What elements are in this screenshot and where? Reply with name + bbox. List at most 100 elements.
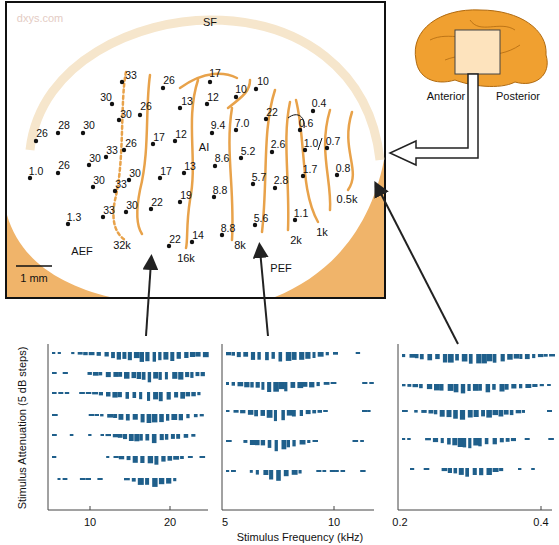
unit-value: 8.8 (213, 185, 228, 196)
axis-title: Stimulus Attenuation (5 dB steps) (17, 347, 28, 510)
response-bar (452, 438, 457, 445)
response-bar (297, 382, 303, 388)
unit-value: 17 (209, 68, 221, 79)
unit-value: 28 (58, 120, 70, 131)
response-bar (123, 434, 127, 439)
response-bar (467, 384, 470, 391)
response-bar (461, 384, 465, 393)
response-bar (519, 354, 522, 359)
response-bar (493, 410, 499, 415)
recording-site (161, 86, 165, 90)
response-bar (165, 372, 168, 379)
response-bar (124, 372, 130, 379)
response-bar (197, 392, 200, 395)
unit-value: 8.8 (221, 223, 236, 234)
response-bar (499, 468, 503, 471)
response-bar (443, 354, 447, 363)
response-bar (191, 392, 196, 396)
response-bar (440, 384, 444, 391)
unit-value: 22 (169, 234, 181, 245)
unit-value: 0.7 (326, 136, 341, 147)
response-bar (190, 352, 195, 357)
unit-value: 1.0 (29, 166, 44, 177)
response-bar (360, 440, 364, 442)
response-bar (99, 392, 103, 395)
recording-site (87, 163, 91, 167)
response-bar (106, 392, 111, 397)
response-bar (250, 440, 256, 445)
response-bar (83, 352, 88, 355)
recording-site (66, 222, 70, 226)
response-bar (126, 392, 130, 399)
response-bar (261, 382, 264, 390)
response-bar (421, 410, 426, 413)
response-bar (474, 410, 479, 417)
response-bar (279, 382, 285, 389)
frequency-label: 8k (234, 240, 246, 251)
response-bar (468, 410, 473, 418)
response-bar (178, 372, 183, 380)
response-bar (168, 456, 173, 461)
response-bar (324, 382, 330, 385)
response-bar (519, 384, 522, 388)
response-bar (145, 478, 149, 485)
recording-site (190, 240, 194, 244)
unit-value: 30 (120, 109, 132, 120)
response-bar (486, 410, 492, 418)
response-bar (126, 414, 130, 421)
unit-value: 26 (36, 128, 48, 139)
response-bar (402, 384, 406, 386)
response-bar (487, 354, 492, 361)
response-bar (518, 468, 521, 470)
response-bar (287, 440, 290, 447)
response-bar (275, 440, 278, 451)
response-bar (254, 410, 258, 416)
response-bar (478, 384, 482, 391)
response-bar (307, 440, 310, 443)
response-bar (117, 352, 121, 360)
response-bar (89, 414, 95, 416)
response-bar (52, 352, 55, 354)
response-bar (441, 438, 444, 443)
recording-site (212, 195, 216, 199)
response-bar (250, 470, 253, 473)
response-bar (113, 434, 119, 437)
response-bar (179, 414, 183, 420)
response-bar (237, 352, 241, 357)
unit-value: 12 (207, 92, 219, 103)
response-bar (63, 372, 68, 374)
response-bar (105, 352, 109, 357)
response-bar (145, 352, 149, 361)
response-bar (303, 382, 308, 387)
response-bar (487, 468, 492, 475)
response-bar (532, 354, 535, 358)
response-bar (250, 382, 253, 388)
recording-site (253, 223, 257, 227)
recording-site (124, 210, 128, 214)
response-bar (141, 414, 145, 422)
response-bar (113, 372, 119, 377)
response-bar (269, 470, 273, 480)
unit-value: 13 (184, 161, 196, 172)
response-bar (139, 392, 142, 399)
response-bar (420, 354, 424, 359)
response-bar (362, 410, 368, 412)
response-bar (538, 354, 544, 357)
response-bar (448, 384, 454, 391)
recording-site (205, 102, 209, 106)
recording-site (120, 80, 124, 84)
response-bar (267, 410, 273, 418)
direction-label: Posterior (496, 91, 540, 102)
recording-site (234, 95, 238, 99)
response-bar (113, 414, 117, 418)
response-bar (139, 434, 142, 441)
response-bar (231, 470, 236, 472)
recording-site (335, 173, 339, 177)
response-bar (476, 354, 481, 363)
response-bar (65, 392, 69, 394)
response-bar (167, 392, 171, 400)
response-bar (454, 384, 459, 392)
recording-site (273, 186, 277, 190)
response-bar (122, 352, 126, 359)
response-bar (501, 354, 505, 361)
